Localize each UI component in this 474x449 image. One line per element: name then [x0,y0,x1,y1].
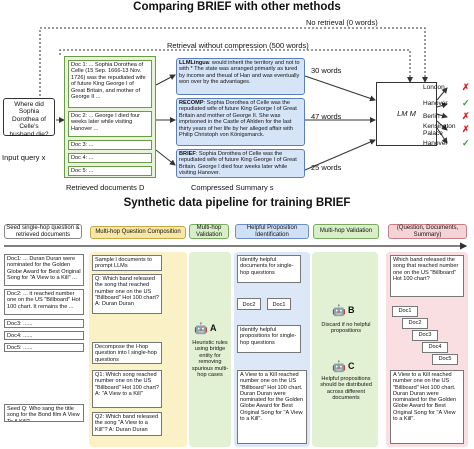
proposition-column: Identify helpful documents for single-ho… [234,252,310,447]
robot-icon: 🤖 [194,323,208,335]
rule-b-label: B [348,305,355,315]
summary-llmlingua: LLMLingua: would inherit the territory a… [176,58,305,95]
seed-doc-3: Doc3: ...... [4,319,84,328]
summary-llmlingua-name: LLMLingua [179,60,209,66]
proposition-doc1: Doc1 [267,298,291,310]
sample-docs-box: Sample l documents to prompt LLMs [92,255,162,271]
answer-2: Hanover [423,100,448,107]
proposition-doc2: Doc2 [237,298,261,310]
seed-question: Seed Q: Who sang the title song for the … [4,404,84,422]
top-title: Comparing BRIEF with other methods [133,1,341,13]
doc-1: Doc 1: ... Sophia Dorothea of Celle (15 … [68,60,152,108]
seed-doc-2: Doc2: ... it reached number one on the U… [4,289,84,315]
multihop-question-box: Q: Which band released the song that rea… [92,274,162,314]
retrieval-no-compression-label: Retrieval without compression (500 words… [167,41,309,50]
identify-propositions-box: Identify helpful propositions for single… [237,325,301,353]
stage-multihop-validation-1: Multi-hop Validation [189,224,229,239]
robot-icon: 🤖 [332,361,346,373]
compressed-summary-label: Compressed Summary s [191,183,274,192]
bottom-title: Synthetic data pipeline for training BRI… [123,197,351,209]
word-count-recomp: 47 words [311,112,342,121]
doc-2: Doc 2: ... George I died four weeks late… [68,111,152,137]
summary-llmlingua-text: : would inherit the territory and not to… [179,60,300,86]
output-doc-5: Doc5 [432,354,458,365]
helpful-propositions-box: A View to a Kill reached number one on t… [237,370,307,444]
answer-3: Berlin [423,113,440,120]
single-hop-q2-box: Q2: Which band released the song "A View… [92,412,162,436]
doc-4: Doc 4: ... [68,153,152,163]
input-query-label: Input query x [2,153,46,162]
seed-doc-4: Doc4: ...... [4,331,84,340]
output-column: Which band released the song that reache… [386,252,468,447]
validation-column-2: 🤖 B Discard if no helpful propositions 🤖… [312,252,378,447]
answer-5-text: Hanover [423,140,448,147]
answer-2-text: Hanover [423,100,448,107]
retrieved-documents: Doc 1: ... Sophia Dorothea of Celle (15 … [64,56,156,178]
doc-3: Doc 3: ... [68,140,152,150]
stage-multihop-composition: Multi-hop Question Composition [90,226,186,239]
answer-3-text: Berlin [423,113,440,120]
cross-icon: ✗ [462,82,470,92]
stage-output: (Question, Documents, Summary) [388,224,467,239]
summary-brief: BRIEF: Sophia Dorothea of Celle was the … [176,149,305,178]
cross-icon: ✗ [462,111,470,121]
heuristic-rules-text: Heuristic rules using bridge entity for … [191,340,229,379]
distribution-rule-text: Helpful propositions should be distribut… [320,376,372,402]
seed-column: Doc1: ... Duran Duran were nominated for… [4,254,84,446]
answer-4: Kensington Palace [423,123,463,137]
seed-doc-5: Doc5: ...... [4,343,84,352]
answer-1: London [423,84,474,91]
cross-icon: ✗ [462,124,470,134]
summary-recomp-text: : Sophia Dorothea of Celle was the repud… [179,100,297,139]
answer-1-text: London [423,84,445,91]
answer-5: Hanover [423,140,448,147]
seed-doc-1: Doc1: ... Duran Duran were nominated for… [4,254,84,286]
summary-brief-text: : Sophia Dorothea of Celle was the repud… [179,151,297,177]
identify-docs-box: Identify helpful documents for single-ho… [237,255,301,283]
check-icon: ✓ [462,98,470,108]
rule-a-label: A [210,323,217,333]
summary-recomp-name: RECOMP [179,100,204,106]
doc-5: Doc 5: ... [68,166,152,176]
composition-column: Sample l documents to prompt LLMs Q: Whi… [89,252,187,447]
output-doc-4: Doc4 [422,342,448,353]
single-hop-q1-box: Q1: Which song reached number one on the… [92,370,162,408]
discard-rule-text: Discard if no helpful propositions [321,322,371,335]
word-count-llmlingua: 30 words [311,66,342,75]
summary-recomp: RECOMP: Sophia Dorothea of Celle was the… [176,98,305,146]
summary-brief-name: BRIEF [179,151,196,157]
language-model-box: LM M [376,82,437,146]
robot-icon: 🤖 [332,305,346,317]
output-summary-box: A View to a Kill reached number one on t… [390,370,464,444]
output-doc-2: Doc2 [402,318,428,329]
stage-multihop-validation-2: Multi-hop Validation [313,224,379,239]
decompose-box: Decompose the l-hop question into l sing… [92,342,162,364]
answer-4-text: Kensington Palace [423,123,456,137]
output-doc-1: Doc1 [392,306,418,317]
word-count-brief: 25 words [311,163,342,172]
check-icon: ✓ [462,138,470,148]
output-question-box: Which band released the song that reache… [390,255,464,297]
no-retrieval-label: No retrieval (0 words) [306,18,378,27]
retrieved-documents-label: Retrieved documents D [66,183,145,192]
input-query-box: Where did Sophia Dorothea of Celle's hus… [3,98,55,138]
stage-proposition-identification: Helpful Proposition Identification [235,224,309,239]
output-doc-3: Doc3 [412,330,438,341]
rule-c-label: C [348,361,355,371]
validation-column-1: 🤖 A Heuristic rules using bridge entity … [189,252,231,447]
stage-seed: Seed single-hop question & retrieved doc… [4,224,82,239]
